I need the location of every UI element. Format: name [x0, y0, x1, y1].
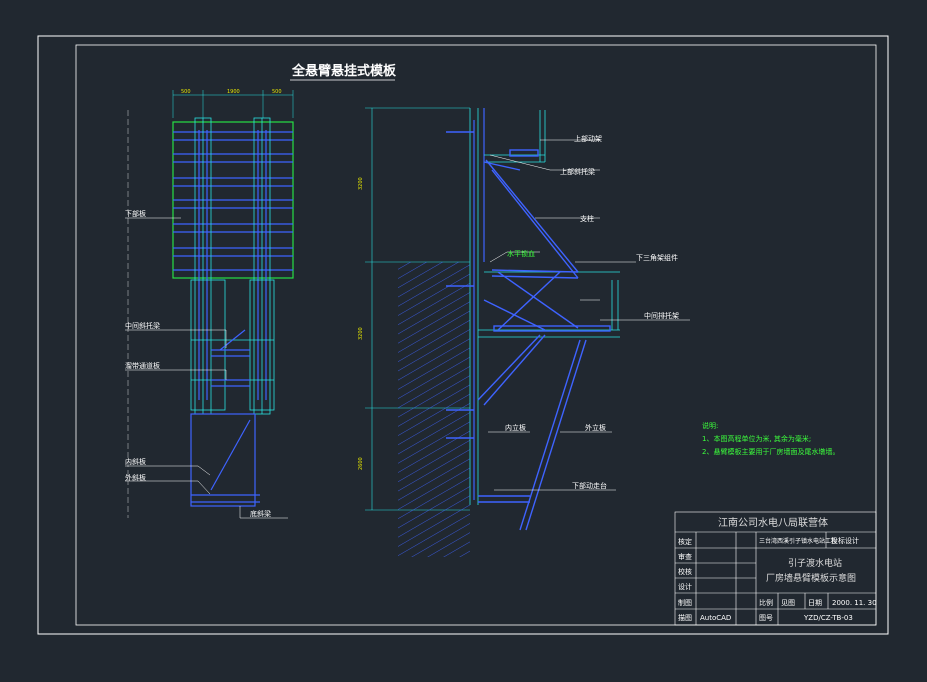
label-outer-board: 外斜板 — [125, 473, 146, 482]
inner-frame — [75, 44, 877, 626]
label-mid-beam: 中间斜托梁 — [125, 321, 160, 330]
date-value: 2000. 11. 30 — [832, 599, 877, 607]
ratio-label: 比例 — [759, 598, 773, 607]
label-outer-board-right: 外立板 — [585, 423, 606, 432]
label-horizontal: 水平锁血 — [507, 249, 535, 258]
label-brace: 支柱 — [580, 214, 594, 223]
drawing-no-value: YZD/CZ-TB-03 — [803, 614, 853, 622]
design-stage: 投标设计 — [831, 536, 859, 545]
row-label-4: 设计 — [678, 582, 692, 591]
label-mid-platform: 中间排托架 — [644, 311, 679, 320]
row-label-3: 校核 — [678, 567, 692, 576]
side-section: 3200 3200 2600 — [358, 107, 690, 557]
title-block — [674, 511, 877, 626]
row-label-6: 描图 — [678, 613, 692, 622]
label-lower-truss: 下三角架组件 — [636, 253, 678, 262]
row-label-2: 审查 — [678, 552, 692, 561]
drawing-name-1: 引子渡水电站 — [788, 557, 842, 569]
dim-side-2: 3200 — [358, 327, 364, 340]
dim-side-1: 3200 — [358, 177, 364, 190]
row-label-5: 制图 — [678, 598, 692, 607]
label-upper-beam: 上部斜托梁 — [560, 167, 595, 176]
label-bottom-platform: 下部动走台 — [572, 481, 607, 490]
label-inner-board-right: 内立板 — [505, 423, 526, 432]
front-elevation: 500 1900 500 — [125, 89, 294, 519]
software: AutoCAD — [700, 614, 731, 622]
label-inner-board: 内斜板 — [125, 457, 146, 466]
notes: 说明: 1、本图高程单位为米, 其余为毫米; 2、悬臂模板主要用于厂房墙面及尾水… — [702, 421, 839, 456]
dim-side-3: 2600 — [358, 457, 364, 470]
dim-top-mid: 1900 — [227, 89, 240, 95]
notes-line-2: 2、悬臂模板主要用于厂房墙面及尾水墩墙。 — [702, 447, 839, 456]
project-name: 三台湾西溪引子镇水电站工程 — [759, 537, 837, 545]
label-upper-platform: 上部动架 — [574, 134, 602, 143]
drawing-name-2: 厂房墙悬臂模板示意图 — [766, 572, 856, 584]
outer-frame — [37, 35, 889, 635]
row-label-1: 核定 — [678, 537, 692, 546]
label-bottom-beam: 底斜梁 — [250, 509, 271, 518]
dim-top-right: 500 — [272, 89, 282, 95]
drawing-no-label: 图号 — [759, 614, 773, 622]
notes-heading: 说明: — [702, 421, 718, 430]
label-walkway: 溜带通道板 — [125, 361, 160, 370]
ratio-value: 见图 — [781, 599, 795, 607]
dim-top-left: 500 — [181, 89, 191, 95]
label-panel: 下部板 — [125, 209, 146, 218]
notes-line-1: 1、本图高程单位为米, 其余为毫米; — [702, 434, 811, 443]
title-block-company: 江南公司水电八局联营体 — [718, 516, 828, 529]
drawing-title: 全悬臂悬挂式模板 — [291, 63, 397, 79]
date-label: 日期 — [808, 599, 822, 607]
